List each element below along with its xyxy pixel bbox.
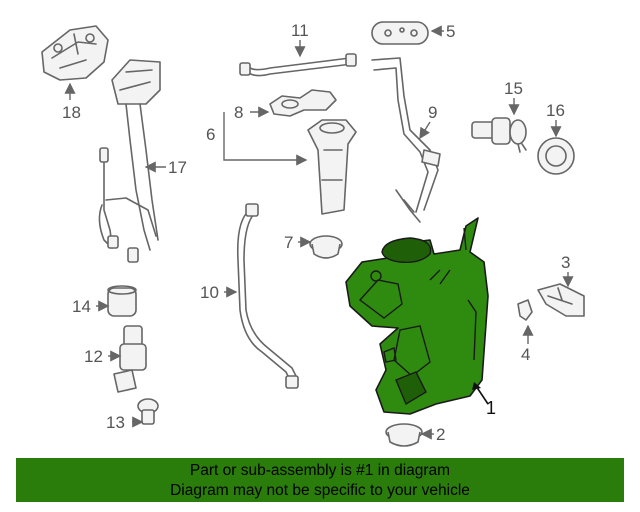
callout-14: 14	[72, 297, 91, 316]
part-17-harness[interactable]	[98, 59, 161, 263]
callout-10: 10	[200, 283, 219, 302]
callout-13: 13	[106, 413, 125, 432]
callout-3: 3	[561, 253, 570, 272]
part-14-grommet[interactable]	[107, 285, 137, 317]
part-18-bracket[interactable]	[41, 25, 109, 81]
part-16-grommet[interactable]	[537, 137, 575, 175]
part-10-hose[interactable]	[236, 203, 299, 389]
callout-17: 17	[168, 158, 187, 177]
callout-2: 2	[436, 425, 445, 444]
part-2-grommet[interactable]	[385, 423, 423, 447]
callout-8: 8	[234, 103, 243, 122]
callout-1: 1	[486, 398, 496, 418]
callout-15: 15	[504, 79, 523, 98]
part-5-cap[interactable]	[371, 21, 429, 45]
callout-7: 7	[284, 233, 293, 252]
callout-11: 11	[291, 21, 309, 40]
callout-16: 16	[546, 101, 565, 120]
callout-9: 9	[428, 103, 437, 122]
part-1-reservoir[interactable]	[345, 217, 489, 415]
part-3-bracket[interactable]	[537, 283, 585, 317]
info-banner: Part or sub-assembly is #1 in diagram Di…	[16, 458, 624, 502]
banner-line-2: Diagram may not be specific to your vehi…	[170, 482, 470, 499]
callout-18: 18	[62, 103, 81, 122]
part-8-cap[interactable]	[269, 89, 337, 117]
callout-6: 6	[206, 125, 215, 144]
part-4-clip[interactable]	[517, 299, 533, 321]
parts-diagram: 18 17 14 12 13 11	[41, 21, 585, 447]
part-15-sensor[interactable]	[471, 117, 527, 153]
part-12-pump[interactable]	[113, 325, 147, 393]
banner-line-1: Part or sub-assembly is #1 in diagram	[189, 462, 451, 479]
part-13-seal[interactable]	[137, 398, 159, 425]
part-7-grommet[interactable]	[309, 235, 343, 259]
callout-12: 12	[84, 347, 103, 366]
callout-5: 5	[446, 22, 455, 41]
callout-4: 4	[521, 345, 530, 364]
part-9-line[interactable]	[371, 57, 441, 223]
part-11-hose[interactable]	[239, 53, 357, 77]
part-6-filler-neck[interactable]	[307, 119, 357, 215]
